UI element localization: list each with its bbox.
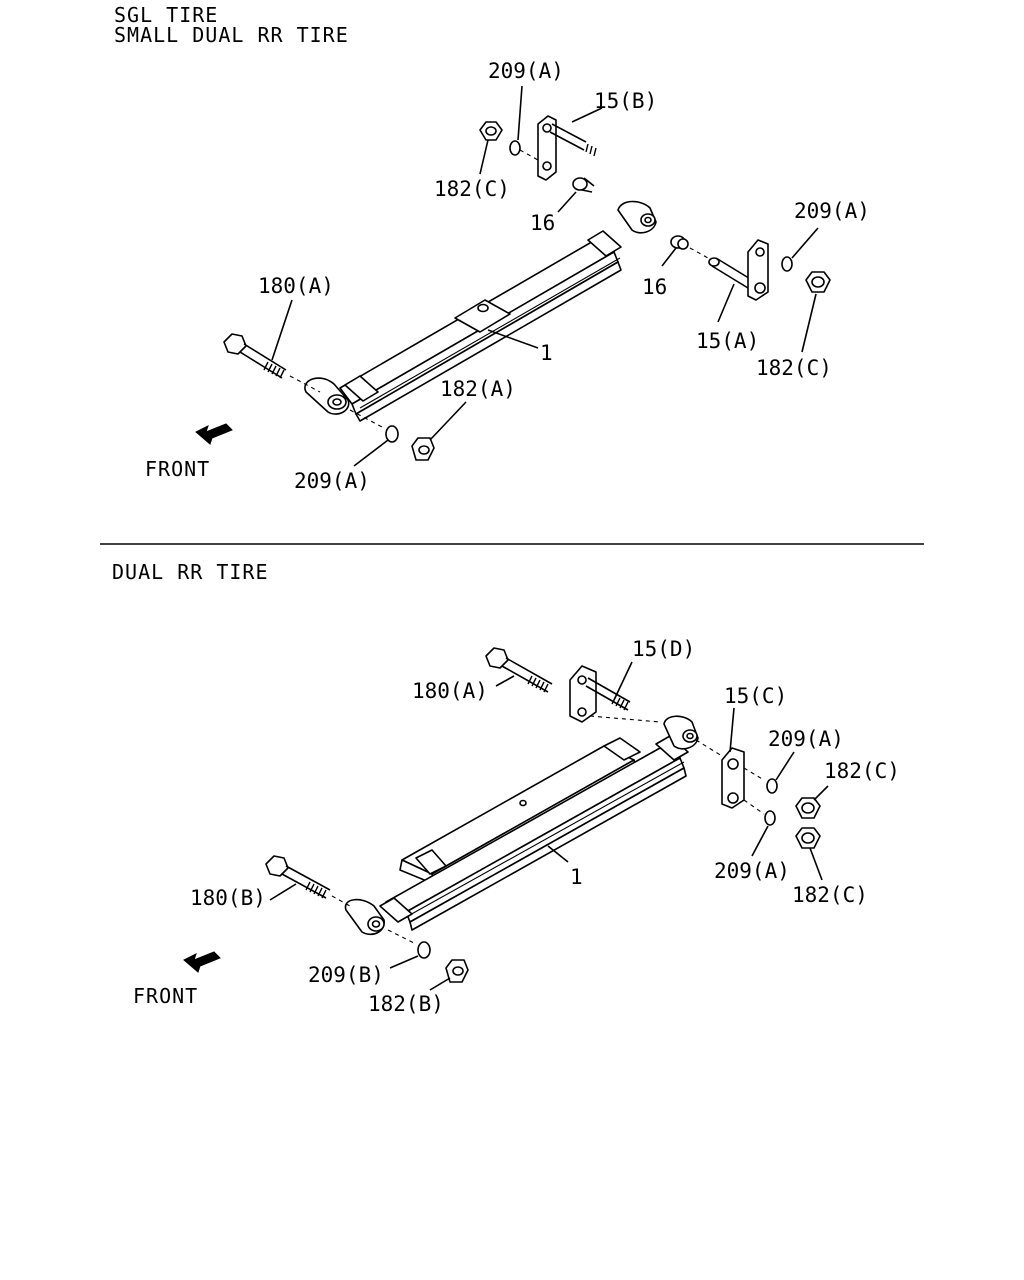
top-front-arrow: FRONT bbox=[145, 423, 233, 481]
top-label-16-lower: 16 bbox=[642, 275, 667, 299]
bottom-label-209b: 209(B) bbox=[308, 963, 384, 987]
bottom-leader-182c-lower bbox=[809, 847, 823, 881]
top-front-label: FRONT bbox=[145, 457, 210, 481]
bottom-leader-209a-lower bbox=[751, 825, 769, 857]
top-bushing-16-lower bbox=[670, 235, 689, 250]
top-label-182c-left: 182(C) bbox=[434, 177, 510, 201]
bottom-leader-180b bbox=[269, 883, 297, 901]
bottom-front-label: FRONT bbox=[133, 984, 198, 1008]
top-label-15a: 15(A) bbox=[696, 329, 759, 353]
bottom-front-arrow: FRONT bbox=[133, 951, 221, 1008]
bottom-bolt-180a bbox=[485, 647, 553, 693]
bottom-shackle-15d bbox=[569, 665, 661, 723]
bottom-leader-209b bbox=[389, 955, 419, 969]
top-nut-182c-right bbox=[805, 271, 831, 293]
bottom-leader-1 bbox=[547, 845, 569, 863]
bottom-leader-180a bbox=[495, 675, 515, 687]
top-nut-182a bbox=[411, 437, 435, 461]
top-label-182a: 182(A) bbox=[440, 377, 516, 401]
bottom-shackle-15c bbox=[695, 739, 765, 815]
top-shackle-15b bbox=[519, 115, 597, 181]
top-header-line2: SMALL DUAL RR TIRE bbox=[114, 23, 349, 47]
top-label-182c-right: 182(C) bbox=[756, 356, 832, 380]
top-leader-182c-right bbox=[801, 293, 817, 353]
bottom-label-209a-upper: 209(A) bbox=[768, 727, 844, 751]
bottom-leader-209a-upper bbox=[775, 751, 795, 781]
top-washer-209a-right bbox=[781, 256, 793, 272]
top-section: SGL TIRE SMALL DUAL RR TIRE bbox=[114, 3, 870, 493]
bottom-header: DUAL RR TIRE bbox=[112, 560, 269, 584]
bottom-label-182b: 182(B) bbox=[368, 992, 444, 1016]
top-label-180a: 180(A) bbox=[258, 274, 334, 298]
bottom-leader-15d bbox=[613, 661, 633, 701]
top-leader-209a-top bbox=[517, 85, 523, 141]
top-leader-15a bbox=[717, 283, 735, 323]
top-leader-16-lower bbox=[661, 247, 677, 267]
top-leader-209a-right bbox=[791, 227, 819, 259]
bottom-washer-209a-upper bbox=[766, 778, 778, 794]
bottom-nut-182b bbox=[445, 959, 469, 983]
bottom-section: DUAL RR TIRE bbox=[112, 560, 900, 1016]
top-label-209a-top: 209(A) bbox=[488, 59, 564, 83]
top-leader-182c-left bbox=[479, 139, 489, 175]
bottom-leader-15c bbox=[729, 707, 735, 753]
bottom-label-1: 1 bbox=[570, 865, 583, 889]
bottom-label-209a-lower: 209(A) bbox=[714, 859, 790, 883]
bottom-washer-209a-lower bbox=[764, 810, 776, 826]
bottom-label-15c: 15(C) bbox=[724, 684, 787, 708]
top-washer-209a-bottom bbox=[385, 425, 399, 443]
bottom-nut-182c-upper bbox=[795, 797, 821, 819]
top-header-line1: SGL TIRE bbox=[114, 3, 218, 27]
top-leader-209a-bottom bbox=[353, 439, 389, 467]
top-label-15b: 15(B) bbox=[594, 89, 657, 113]
bottom-label-182c-upper: 182(C) bbox=[824, 759, 900, 783]
bottom-label-180b: 180(B) bbox=[190, 886, 266, 910]
top-bushing-16-upper bbox=[572, 177, 595, 193]
bottom-leaf-spring bbox=[344, 715, 699, 936]
bottom-label-15d: 15(D) bbox=[632, 637, 695, 661]
bottom-nut-182c-lower bbox=[795, 827, 821, 849]
top-label-16-upper: 16 bbox=[530, 211, 555, 235]
top-label-1: 1 bbox=[540, 341, 553, 365]
top-leader-15b bbox=[571, 107, 603, 123]
top-leaf-spring bbox=[304, 200, 657, 422]
bottom-label-180a: 180(A) bbox=[412, 679, 488, 703]
top-leader-16-upper bbox=[557, 191, 577, 213]
top-leader-182a bbox=[429, 401, 467, 441]
top-washer-209a-top bbox=[509, 140, 521, 156]
top-bolt-180a bbox=[223, 333, 321, 393]
top-nut-182c-left bbox=[479, 121, 503, 141]
top-leader-1 bbox=[487, 329, 539, 349]
bottom-leader-182b bbox=[429, 977, 451, 991]
top-label-209a-bottom: 209(A) bbox=[294, 469, 370, 493]
bottom-label-182c-lower: 182(C) bbox=[792, 883, 868, 907]
top-shackle-15a bbox=[689, 239, 769, 301]
bottom-leader-182c-upper bbox=[813, 785, 829, 801]
top-leader-180a bbox=[271, 299, 293, 361]
bottom-bolt-180b bbox=[265, 855, 351, 907]
bottom-washer-209b bbox=[417, 941, 431, 959]
top-label-209a-right: 209(A) bbox=[794, 199, 870, 223]
